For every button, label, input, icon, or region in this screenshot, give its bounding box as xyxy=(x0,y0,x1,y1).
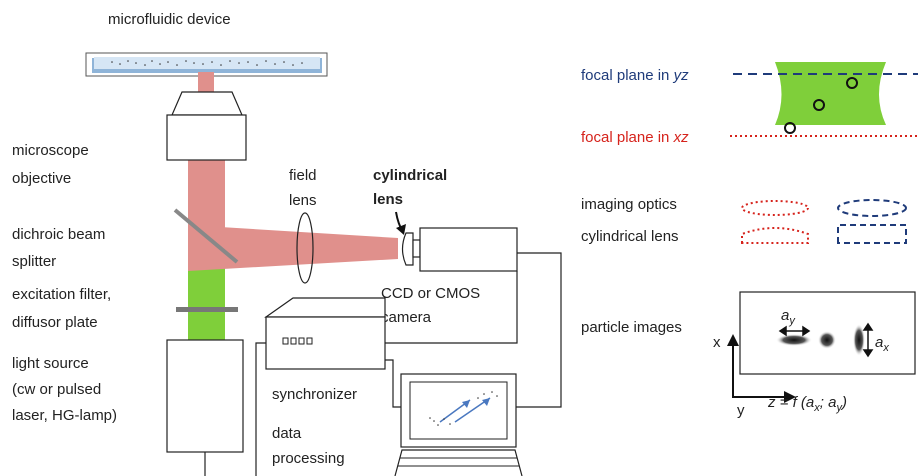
axis-y-label: y xyxy=(737,402,745,419)
camera xyxy=(419,227,518,272)
particle-2 xyxy=(813,99,825,111)
xy-axes xyxy=(732,344,786,398)
label-dichroic-2: splitter xyxy=(12,253,56,270)
label-field-1: field xyxy=(289,167,317,184)
label-imaging-optics: imaging optics xyxy=(581,196,677,213)
label-data-1: data xyxy=(272,425,302,442)
label-camera-1: CCD or CMOS xyxy=(381,285,480,302)
dimension-arrows xyxy=(778,322,874,358)
label-focal-plane-yz: focal plane in yz xyxy=(581,67,689,84)
axis-x-label: x xyxy=(713,334,721,351)
light-source xyxy=(166,339,244,453)
excitation-filter xyxy=(176,307,238,312)
microfluidic-device xyxy=(85,52,328,77)
label-filter-2: diffusor plate xyxy=(12,314,98,331)
label-light-1: light source xyxy=(12,355,89,372)
imaging-optics-red-symbol xyxy=(741,200,809,244)
label-cylindrical-lens-legend: cylindrical lens xyxy=(581,228,679,245)
camera-front xyxy=(412,239,421,258)
label-data-2: processing xyxy=(272,450,345,467)
label-objective-1: microscope xyxy=(12,142,89,159)
label-camera-2: camera xyxy=(381,309,432,326)
microscope-objective xyxy=(166,91,247,161)
emission-beam-top xyxy=(198,72,214,92)
imaging-optics-blue-symbol xyxy=(837,199,907,244)
laptop xyxy=(394,373,523,476)
label-light-3: laser, HG-lamp) xyxy=(12,407,117,424)
particle-image-round xyxy=(818,331,836,349)
formula: z = f (ax; ay) xyxy=(767,394,847,414)
label-cylindrical-2: lens xyxy=(373,191,403,208)
label-microfluidic-device: microfluidic device xyxy=(108,11,231,28)
dichroic-beam-splitter xyxy=(173,208,239,264)
cables xyxy=(255,252,562,476)
label-dichroic-1: dichroic beam xyxy=(12,226,105,243)
label-ax: ax xyxy=(875,334,889,354)
field-lens xyxy=(296,212,314,284)
x-axis-arrowhead xyxy=(727,334,739,346)
particle-3 xyxy=(784,122,796,134)
synchronizer xyxy=(264,297,386,370)
y-axis-arrowhead xyxy=(784,391,796,403)
cylindrical-lens-arrowhead xyxy=(396,224,406,235)
emission-beam-horizontal xyxy=(188,225,398,271)
cylindrical-lens xyxy=(401,232,414,266)
particle-1 xyxy=(846,77,858,89)
measurement-volume xyxy=(775,62,886,125)
label-light-2: (cw or pulsed xyxy=(12,381,101,398)
label-cylindrical-1: cylindrical xyxy=(373,167,447,184)
label-ay: ay xyxy=(781,307,796,327)
particle-image-elongated-y xyxy=(853,324,865,356)
label-focal-plane-xz: focal plane in xz xyxy=(581,129,689,146)
label-particle-images: particle images xyxy=(581,319,682,336)
label-synchronizer: synchronizer xyxy=(272,386,357,403)
particle-image-elongated-x xyxy=(776,334,812,346)
label-field-2: lens xyxy=(289,192,317,209)
label-objective-2: objective xyxy=(12,170,71,187)
label-filter-1: excitation filter, xyxy=(12,286,111,303)
